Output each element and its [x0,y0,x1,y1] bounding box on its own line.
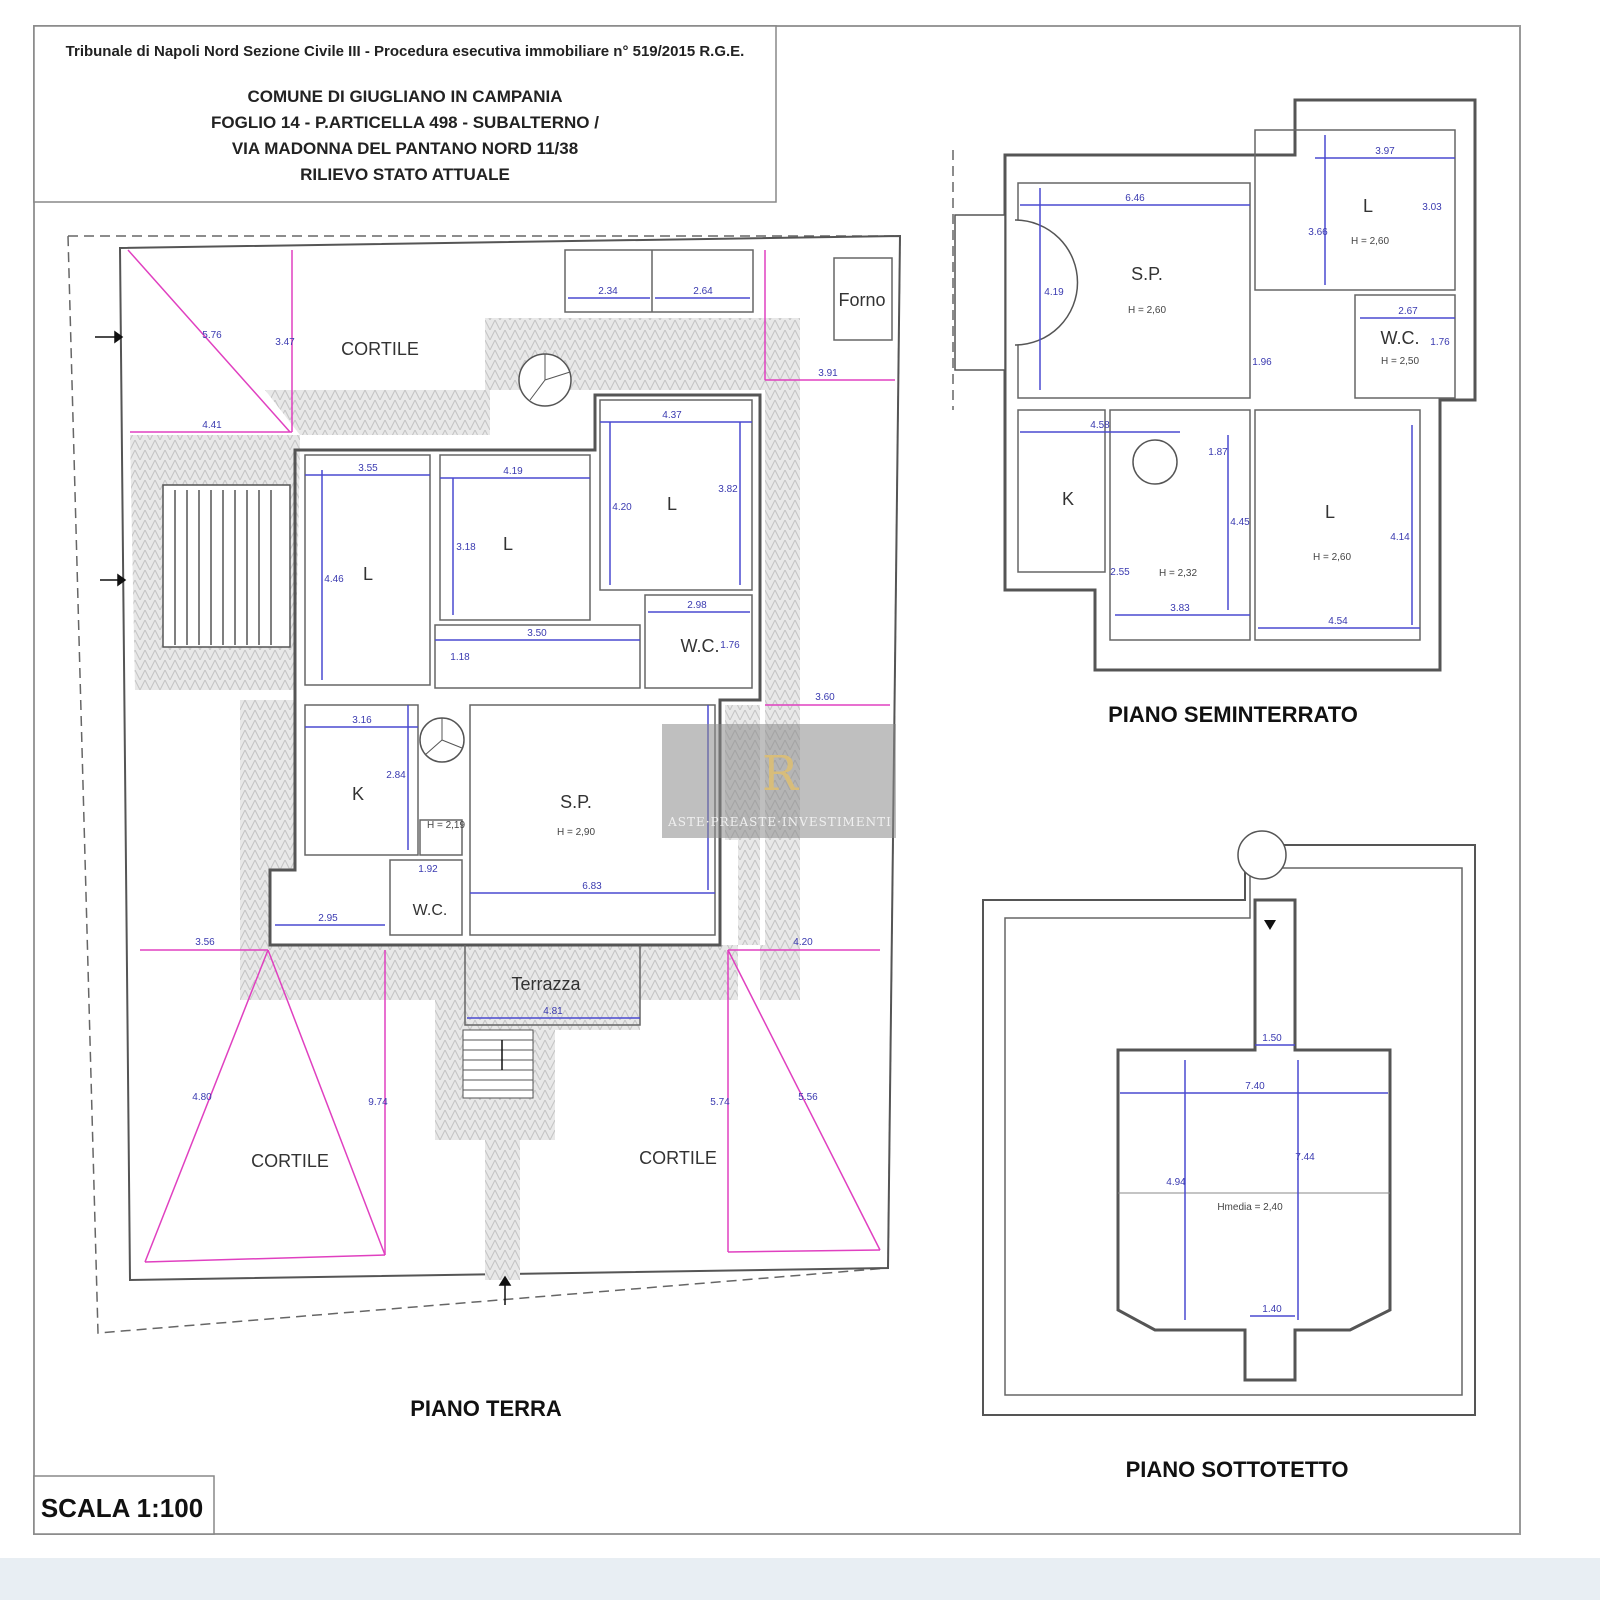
sem-room-l2: L [1325,502,1335,522]
piano-sottotetto-title: PIANO SOTTOTETTO [1126,1457,1349,1482]
dim: 4.37 [662,410,682,421]
room-sp: S.P. [560,792,592,812]
dim: 4.19 [1044,287,1064,298]
dim: 6.83 [582,881,602,892]
bottom-bar [0,1558,1600,1600]
dim: 1.76 [720,640,740,651]
dim: 1.96 [1252,357,1272,368]
comune-line: COMUNE DI GIUGLIANO IN CAMPANIA [247,87,562,106]
dim: 2.64 [693,286,713,297]
dim: 2.95 [318,913,338,924]
survey-line: RILIEVO STATO ATTUALE [300,165,510,184]
dim: 4.41 [202,420,222,431]
sem-room-l1: L [1363,196,1373,216]
dim: 3.91 [818,368,838,379]
dim: 4.19 [503,466,523,477]
sem-room-sp: S.P. [1131,264,1163,284]
dim: 1.18 [450,652,470,663]
room-sp-height: H = 2,90 [557,827,596,838]
dim: 3.18 [456,542,476,553]
svg-text:R: R [762,746,800,802]
sem-room-wc-height: H = 2,50 [1381,356,1420,367]
sem-room-l1-height: H = 2,60 [1351,236,1390,247]
dim: 5.76 [202,330,222,341]
dim: 2.98 [687,600,707,611]
seminterrato-dimensions: 6.46 3.97 3.66 3.03 2.67 1.76 4.19 4.58 … [1044,146,1450,627]
sem-room-k: K [1062,489,1074,509]
room-forno: Forno [838,290,885,310]
dim: 1.40 [1262,1304,1282,1315]
sem-room-sp-height: H = 2,60 [1128,305,1167,316]
dim: 3.50 [527,628,547,639]
dim: 1.87 [1208,447,1228,458]
dim: 3.47 [275,337,295,348]
title-block: Tribunale di Napoli Nord Sezione Civile … [33,25,777,203]
dim: 4.14 [1390,532,1410,543]
piano-terra-dimensions: 2.34 2.64 3.55 4.19 4.37 3.50 2.98 3.16 … [192,286,838,1108]
piano-terra-title: PIANO TERRA [410,1396,562,1421]
room-h219: H = 2,19 [427,820,466,831]
dim: 3.83 [1170,603,1190,614]
dim: 3.03 [1422,202,1442,213]
foglio-line: FOGLIO 14 - P.ARTICELLA 498 - SUBALTERNO… [211,113,599,132]
room-wc1: W.C. [681,636,720,656]
room-wc2: W.C. [413,902,448,919]
dim: 1.76 [1430,337,1450,348]
room-l3: L [667,494,677,514]
dim: 4.81 [543,1006,563,1017]
dim: 7.40 [1245,1081,1265,1092]
dim: 3.66 [1308,227,1328,238]
scale-box: SCALA 1:100 [33,1475,215,1535]
dim: 3.16 [352,715,372,726]
dim: 3.97 [1375,146,1395,157]
dim: 3.60 [815,692,835,703]
room-l2: L [503,534,513,554]
watermark-logo: R ASTE·PREASTE·INVESTIMENTI [662,724,896,838]
dim: 3.56 [195,937,215,948]
sottotetto-height: Hmedia = 2,40 [1217,1202,1283,1213]
piano-terra-plan: CORTILE Forno L L L W.C. K S.P. H = 2,90… [67,234,902,1421]
dim: 6.46 [1125,193,1145,204]
room-cortile-top: CORTILE [341,339,419,359]
dim: 2.67 [1398,306,1418,317]
scale-label: SCALA 1:100 [41,1493,203,1523]
dim: 1.92 [418,864,438,875]
dim: 4.20 [612,502,632,513]
dim: 3.82 [718,484,738,495]
dim: 4.46 [324,574,344,585]
dim: 5.74 [710,1097,730,1108]
room-terrazza: Terrazza [511,974,581,994]
room-l1: L [363,564,373,584]
piano-sottotetto-plan: 1.50 7.40 7.44 4.94 1.40 Hmedia = 2,40 P… [982,830,1476,1482]
room-k: K [352,784,364,804]
dim: 4.45 [1230,517,1250,528]
address-line: VIA MADONNA DEL PANTANO NORD 11/38 [232,139,578,158]
dim: 1.50 [1262,1033,1282,1044]
room-cortile-left: CORTILE [251,1151,329,1171]
dim: 4.80 [192,1092,212,1103]
dim: 7.44 [1295,1152,1315,1163]
dim: 9.74 [368,1097,388,1108]
piano-seminterrato-title: PIANO SEMINTERRATO [1108,702,1358,727]
watermark-text: ASTE·PREASTE·INVESTIMENTI [667,815,892,829]
dim: 3.55 [358,463,378,474]
room-cortile-right: CORTILE [639,1148,717,1168]
dim: 2.34 [598,286,618,297]
dim: 2.84 [386,770,406,781]
dim: 5.56 [798,1092,818,1103]
court-line: Tribunale di Napoli Nord Sezione Civile … [66,43,745,60]
piano-seminterrato-plan: S.P. H = 2,60 L H = 2,60 W.C. H = 2,50 K… [952,98,1477,727]
dim: 2.55 [1110,567,1130,578]
dim: 4.54 [1328,616,1348,627]
sem-room-l2-height: H = 2,60 [1313,552,1352,563]
dim: 4.20 [793,937,813,948]
sem-room-h232: H = 2,32 [1159,568,1198,579]
sem-room-wc: W.C. [1381,328,1420,348]
dim: 4.58 [1090,420,1110,431]
dim: 4.94 [1166,1177,1186,1188]
